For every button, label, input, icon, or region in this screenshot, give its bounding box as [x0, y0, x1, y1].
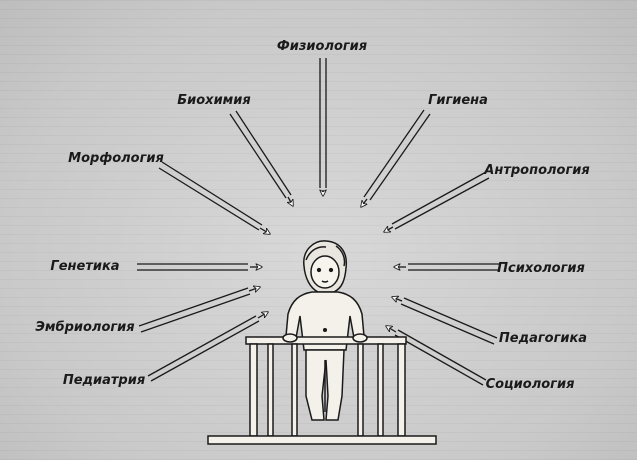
- label-genetika: Генетика: [50, 259, 119, 274]
- label-embriologiya: Эмбриология: [35, 320, 134, 335]
- label-antropologiya: Антропология: [483, 163, 589, 178]
- arrow-sotsiologiya: [386, 326, 487, 386]
- label-sotsiologiya: Социология: [486, 377, 575, 392]
- label-morfologiya: Морфология: [68, 151, 164, 166]
- label-pediatriya: Педиатрия: [63, 373, 145, 388]
- arrow-gigiena: [361, 109, 431, 207]
- arrow-fiziologiya: [319, 58, 327, 196]
- arrow-embriologiya: [138, 287, 260, 333]
- label-biokhimiya: Биохимия: [177, 93, 251, 108]
- arrow-genetika: [137, 263, 262, 271]
- label-pedagogika: Педагогика: [499, 331, 587, 346]
- arrow-pediatriya: [147, 312, 268, 382]
- child-illustration: [285, 240, 365, 421]
- label-gigiena: Гигиена: [428, 93, 488, 108]
- arrow-biokhimiya: [229, 110, 293, 206]
- arrow-antropologiya: [384, 171, 490, 232]
- label-psikhologiya: Психология: [497, 261, 585, 276]
- label-fiziologiya: Физиология: [277, 39, 367, 54]
- arrow-psikhologiya: [394, 263, 500, 271]
- arrow-pedagogika: [392, 297, 498, 345]
- playpen-railing: [207, 333, 437, 445]
- arrow-morfologiya: [158, 161, 270, 234]
